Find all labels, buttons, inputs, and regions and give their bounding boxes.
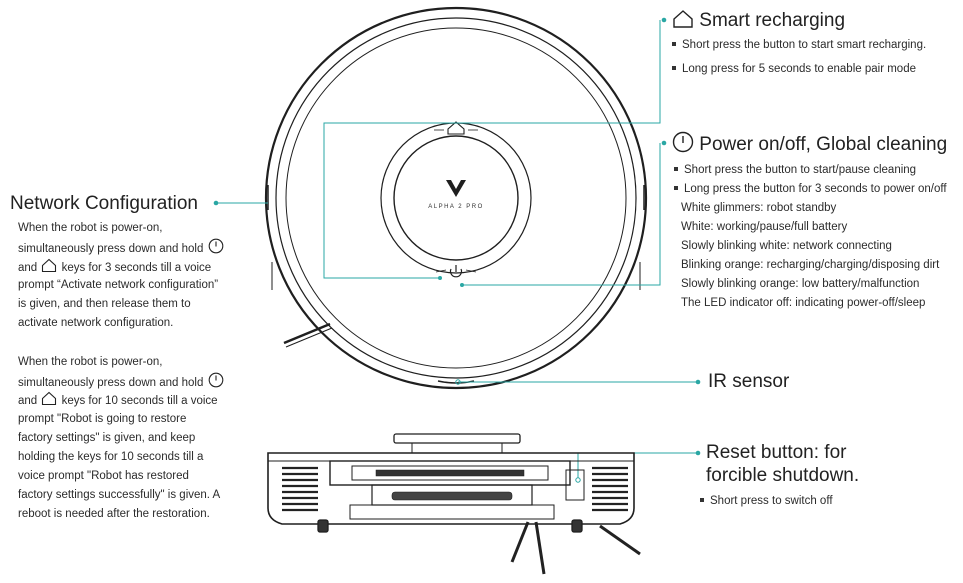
network-config-title: Network Configuration	[10, 193, 198, 214]
power-state-3: Slowly blinking white: network connectin…	[681, 240, 892, 252]
smart-recharging-label: Smart recharging	[699, 10, 846, 31]
network-p2-line-4: prompt "Robot is going to restore	[18, 413, 187, 425]
power-bullet-1: Short press the button to start/pause cl…	[674, 161, 916, 180]
power-icon	[672, 131, 694, 153]
home-icon	[673, 10, 693, 28]
robot-side-view	[267, 433, 641, 575]
model-logo-text: ALPHA 2 PRO	[428, 204, 484, 210]
robot-top-view	[264, 6, 648, 390]
bumper-ring	[275, 17, 637, 379]
brand-logo-mark	[446, 180, 466, 197]
network-p1-line-6: activate network configuration.	[18, 317, 174, 329]
network-p2-line-3: and keys for 10 seconds till a voice	[18, 391, 218, 411]
smart-recharging-bullet-1: Short press the button to start smart re…	[672, 36, 926, 55]
reset-title-line-1: Reset button: for	[706, 442, 847, 463]
network-p1-line-5: is given, and then release them to	[18, 298, 191, 310]
network-p2-line-5: factory settings" is given, and keep	[18, 432, 196, 444]
power-state-2: White: working/pause/full battery	[681, 221, 848, 233]
power-state-5: Slowly blinking orange: low battery/malf…	[681, 278, 920, 290]
power-bullet-2: Long press the button for 3 seconds to p…	[674, 180, 947, 199]
callout-lines	[218, 20, 698, 478]
callout-dots	[213, 17, 701, 456]
network-p2-line-7: voice prompt "Robot has restored	[18, 470, 189, 482]
reset-title-line-2: forcible shutdown.	[706, 465, 860, 486]
robot-outer-body	[264, 6, 648, 390]
network-p1-line-4: prompt “Activate network configuration”	[18, 279, 219, 291]
power-icon	[208, 372, 223, 388]
power-icon	[208, 238, 223, 254]
power-state-4: Blinking orange: recharging/charging/dis…	[681, 259, 940, 271]
smart-recharging-bullet-2: Long press for 5 seconds to enable pair …	[672, 60, 916, 79]
reset-bullet-1: Short press to switch off	[700, 492, 833, 511]
power-title: Power on/off, Global cleaning	[672, 131, 947, 156]
smart-recharging-title: Smart recharging	[672, 9, 845, 32]
home-icon	[42, 391, 57, 406]
home-icon	[42, 258, 57, 273]
network-p2-line-8: factory settings successfully" is given.…	[18, 489, 221, 501]
network-p2-line-1: When the robot is power-on,	[18, 356, 163, 368]
network-p1-line-1: When the robot is power-on,	[18, 222, 163, 234]
network-p1-line-3: and keys for 3 seconds till a voice	[18, 258, 211, 278]
network-p1-line-2: simultaneously press down and hold	[18, 238, 225, 259]
network-p2-line-2: simultaneously press down and hold	[18, 372, 225, 393]
power-state-1: White glimmers: robot standby	[681, 202, 837, 214]
lidar-cover-outer	[380, 122, 532, 274]
top-cover-ring	[285, 27, 627, 369]
lidar-cover-inner	[393, 135, 519, 261]
ir-sensor-title: IR sensor	[708, 371, 790, 392]
network-p2-line-9: reboot is needed after the restoration.	[18, 508, 210, 520]
power-label: Power on/off, Global cleaning	[699, 134, 948, 155]
network-p2-line-6: holding the keys for 10 seconds till a	[18, 451, 204, 463]
power-state-6: The LED indicator off: indicating power-…	[681, 297, 926, 309]
